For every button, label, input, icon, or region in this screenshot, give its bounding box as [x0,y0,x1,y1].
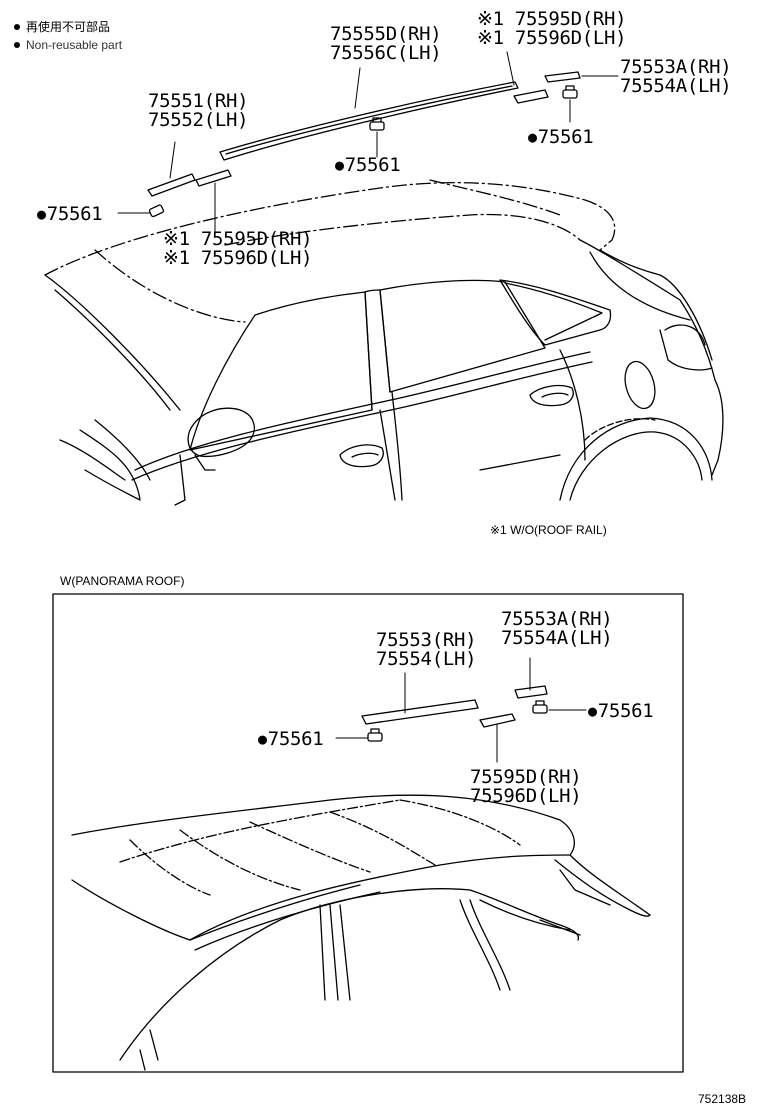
part-number: 75561 [597,700,654,722]
clip-icon-pano-left [367,728,383,742]
clip-icon-left [148,204,165,218]
label-75595-left: ※1 75595D(RH) ※1 75596D(LH) [163,228,313,269]
part-number: 75553A(RH) [501,608,613,630]
figure-id: 752138B [698,1092,747,1106]
panorama-car-body [71,794,651,1071]
molding-small-left [195,169,232,187]
panorama-title: W(PANORAMA ROOF) [60,574,185,588]
part-number: ※1 75595D(RH) [163,228,313,250]
part-number: 75555D(RH) [330,23,442,45]
part-number: 75561 [267,728,324,750]
part-number: 75554(LH) [376,648,477,670]
clip-icon-top-center [369,117,385,131]
part-number: 75551(RH) [148,90,249,112]
label-clip-left: 75561 [37,203,103,225]
part-number: 75561 [344,154,401,176]
legend-text-jp: 再使用不可部品 [26,20,111,34]
pano-molding-rear [514,685,548,699]
legend-row-2: Non-reusable part [14,39,122,51]
upper-parts [117,51,619,236]
panorama-frame [52,593,684,1073]
label-75553a-pano: 75553A(RH) 75554A(LH) [501,608,613,649]
bullet-icon [14,24,20,30]
clip-icon-pano-right [532,700,548,714]
note-roof-rail: ※1 W/O(ROOF RAIL) [490,523,607,537]
label-75553-pano: 75553(RH) 75554(LH) [376,629,477,670]
label-clip-pano-left: 75561 [258,728,324,750]
part-number: 75561 [537,126,594,148]
part-number: 75553A(RH) [620,56,732,78]
label-75551: 75551(RH) 75552(LH) [148,90,249,131]
label-75595-pano: 75595D(RH) 75596D(LH) [470,766,582,807]
part-number: 75556C(LH) [330,42,442,64]
part-number: ※1 75595D(RH) [477,8,627,30]
molding-front [147,173,196,197]
label-clip-top-right: 75561 [528,126,594,148]
label-clip-top-center: 75561 [335,154,401,176]
label-75555: 75555D(RH) 75556C(LH) [330,23,442,64]
part-number: 75596D(LH) [470,785,582,807]
legend-row-1: 再使用不可部品 [14,21,110,33]
part-number: ※1 75596D(LH) [477,27,627,49]
part-number: 75554A(LH) [501,627,613,649]
molding-small-top [513,89,549,104]
label-75595-top: ※1 75595D(RH) ※1 75596D(LH) [477,8,627,49]
label-75553a-upper: 75553A(RH) 75554A(LH) [620,56,732,97]
part-number: 75554A(LH) [620,75,732,97]
clip-icon-top-right [562,85,578,99]
part-number: 75595D(RH) [470,766,582,788]
legend-text-en: Non-reusable part [26,38,123,52]
bullet-icon [14,42,20,48]
molding-rear-top [544,71,581,83]
part-number: 75552(LH) [148,109,249,131]
pano-molding-long [361,699,479,725]
label-clip-pano-right: 75561 [588,700,654,722]
panorama-parts [335,657,587,763]
part-number: ※1 75596D(LH) [163,247,313,269]
roof-molding-main [219,81,519,161]
upper-car-body [44,179,724,506]
part-number: 75553(RH) [376,629,477,651]
part-number: 75561 [46,203,103,225]
pano-molding-small [479,713,516,728]
